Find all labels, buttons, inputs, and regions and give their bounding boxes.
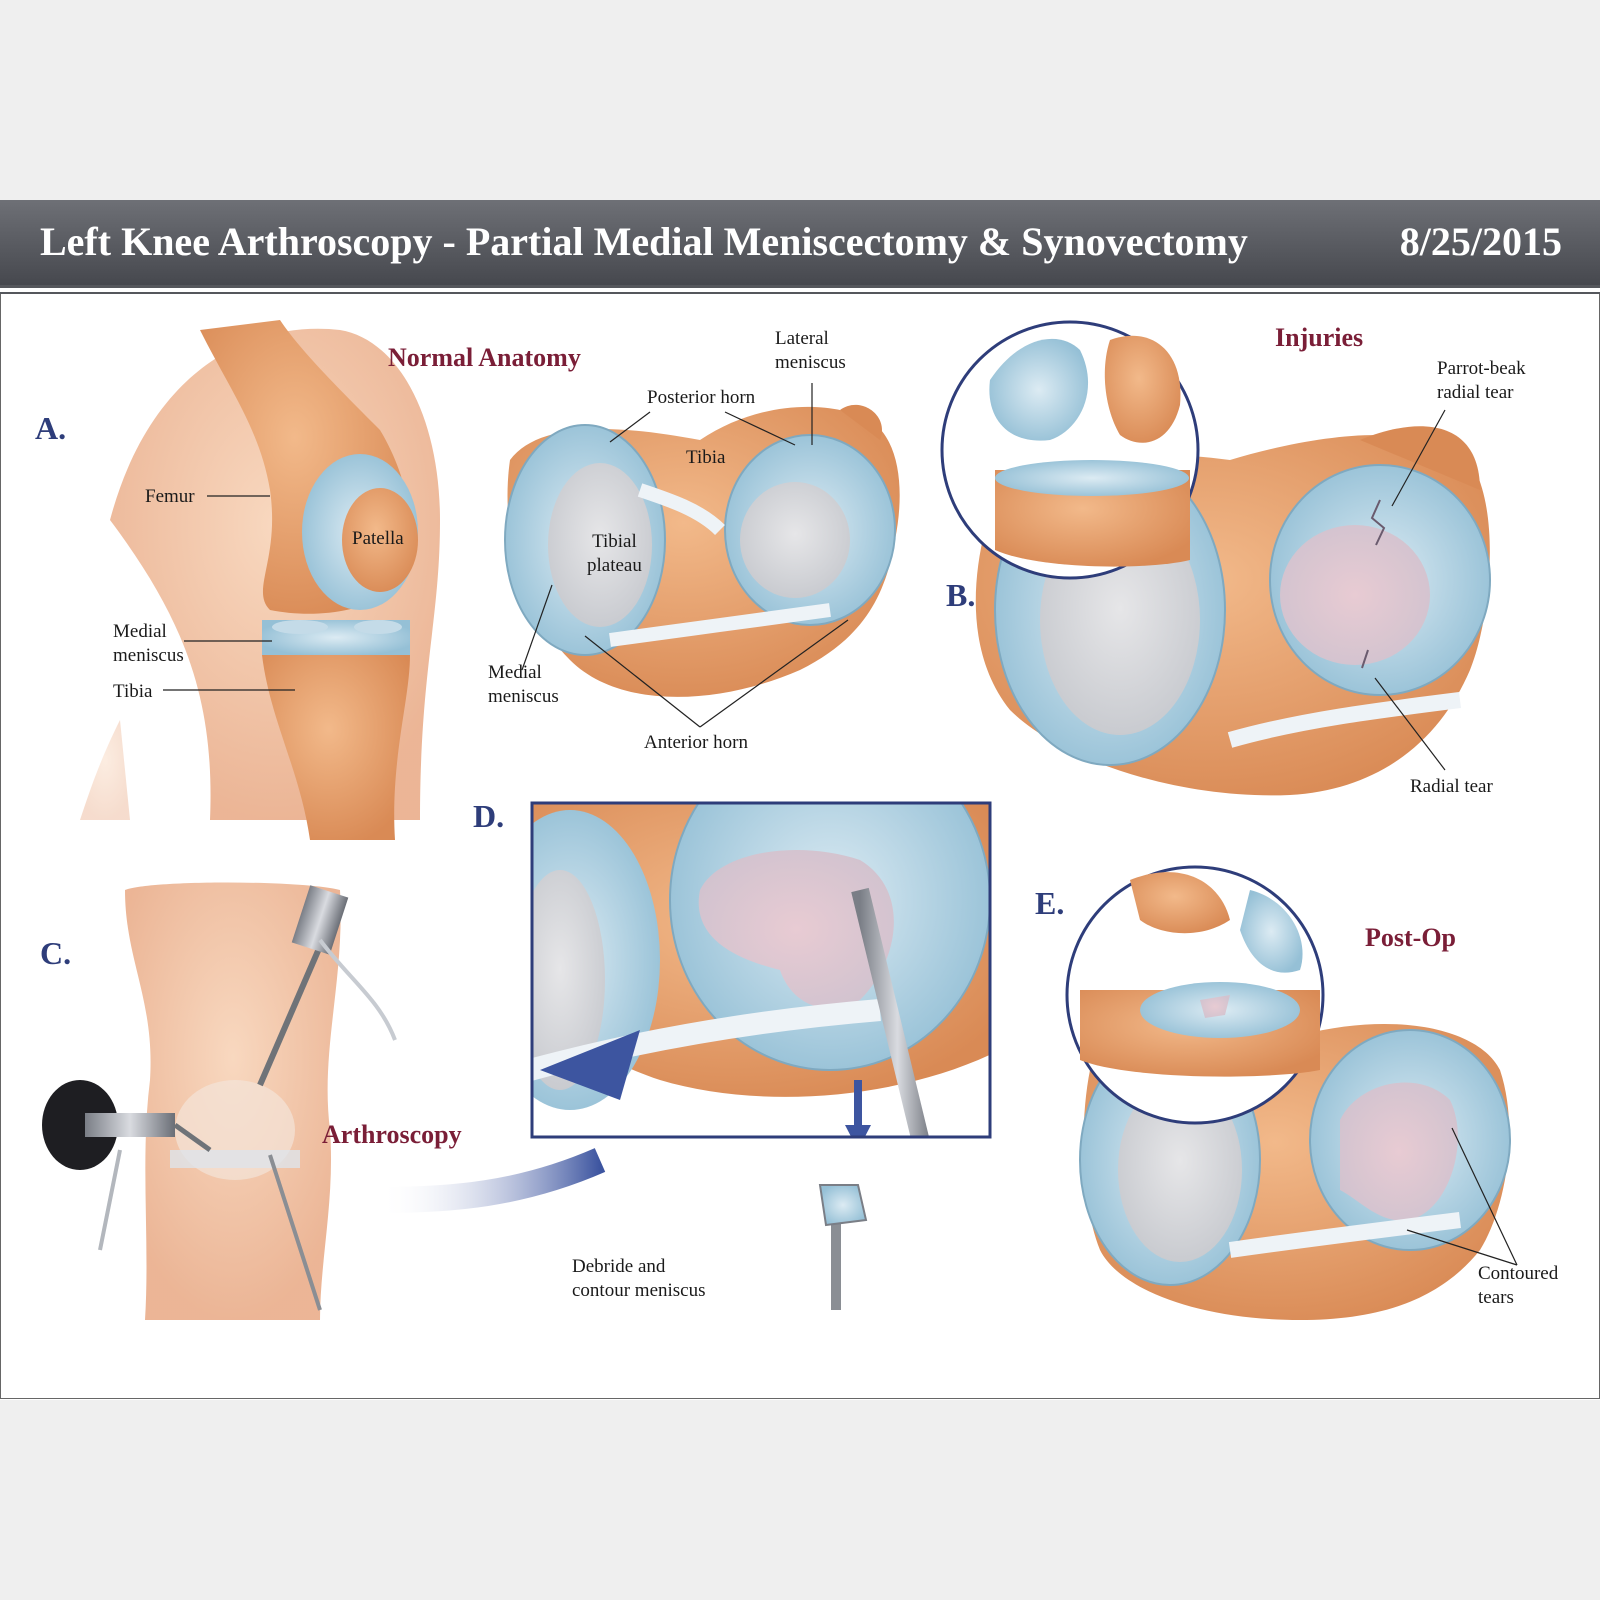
label-radial-tear: Radial tear	[1410, 776, 1493, 797]
panel-letter-a: A.	[35, 410, 67, 446]
arthroscopy-title: Arthroscopy	[322, 1120, 462, 1149]
label-parrot-beak-tear: Parrot-beak radial tear	[1437, 358, 1526, 403]
normal-anatomy-title: Normal Anatomy	[388, 343, 581, 372]
illustration-board: Left Knee Arthroscopy - Partial Medial M…	[0, 200, 1600, 1400]
label-posterior-horn: Posterior horn	[647, 387, 756, 408]
label-tibia-normal: Tibia	[686, 447, 726, 468]
panel-letter-d: D.	[473, 798, 505, 834]
header-rule-thin	[0, 292, 1600, 294]
header-rule	[0, 285, 1600, 288]
panel-letter-e: E.	[1035, 885, 1065, 921]
anatomy-artwork	[42, 320, 1518, 1320]
panel-d-debridement	[530, 801, 992, 1310]
page-title: Left Knee Arthroscopy - Partial Medial M…	[40, 219, 1248, 264]
panel-e-postop-plateau	[1065, 865, 1511, 1320]
label-medial-meniscus-normal: Medial meniscus	[488, 662, 559, 707]
panel-letter-b: B.	[946, 577, 976, 613]
label-debride: Debride and contour meniscus	[572, 1256, 706, 1301]
label-lateral-meniscus: Lateral meniscus	[775, 328, 846, 373]
normal-anatomy-tibial-plateau	[504, 404, 900, 697]
label-patella: Patella	[352, 528, 404, 549]
label-anterior-horn: Anterior horn	[644, 732, 748, 753]
panel-letter-c: C.	[40, 935, 72, 971]
panel-c-arthroscopy-illustration	[42, 882, 606, 1320]
panel-a-knee-illustration	[80, 320, 440, 840]
label-contoured-tears: Contoured tears	[1478, 1263, 1559, 1308]
procedure-date: 8/25/2015	[1399, 219, 1562, 264]
label-medial-meniscus-a: Medial meniscus	[113, 621, 184, 666]
post-op-title: Post-Op	[1365, 923, 1456, 952]
label-tibia-a: Tibia	[113, 681, 153, 702]
title-banner: Left Knee Arthroscopy - Partial Medial M…	[0, 200, 1600, 294]
leader-lines	[163, 383, 1518, 1266]
injuries-title: Injuries	[1275, 323, 1364, 352]
label-tibial-plateau: Tibial plateau	[587, 531, 642, 576]
label-femur: Femur	[145, 486, 195, 507]
panel-b-injuries-plateau	[940, 320, 1491, 796]
